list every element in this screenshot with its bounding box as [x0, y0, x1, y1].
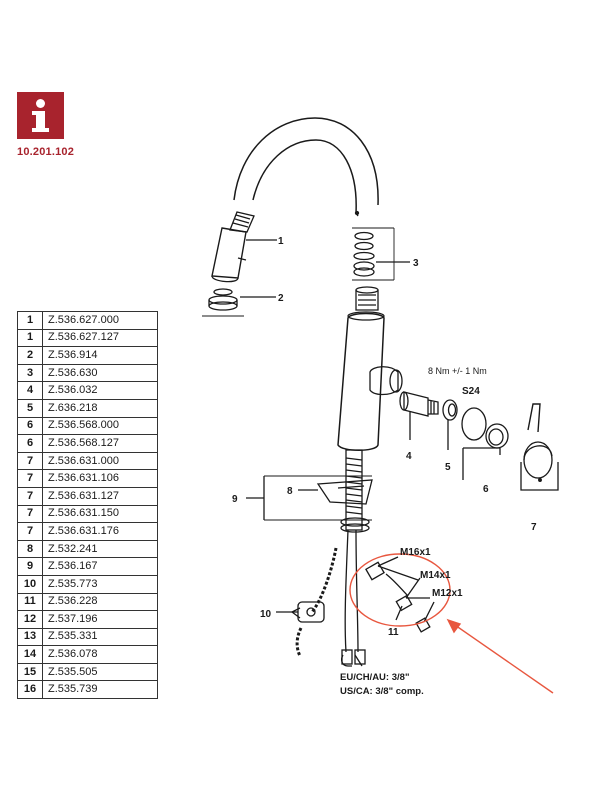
- callout-10: 10: [260, 609, 272, 620]
- callout-7: 7: [531, 522, 537, 533]
- callout-9: 9: [232, 494, 238, 505]
- part-number: Z.535.739: [42, 680, 158, 700]
- thread-m12-label: M12x1: [432, 588, 463, 599]
- connection-note-eu: EU/CH/AU: 3/8": [340, 672, 410, 683]
- callout-2: 2: [278, 293, 284, 304]
- spout: [233, 117, 379, 217]
- document-number: 10.201.102: [17, 146, 75, 158]
- callout-3: 3: [413, 258, 419, 269]
- hose-connector: [276, 601, 325, 623]
- callout-5: 5: [445, 462, 451, 473]
- thread-m16-label: M16x1: [400, 547, 431, 558]
- cartridge: [399, 391, 439, 440]
- callout-6: 6: [483, 484, 489, 495]
- spray-head: [211, 211, 277, 283]
- part-position: 16: [17, 680, 43, 700]
- callout-8: 8: [287, 486, 293, 497]
- thread-m14-label: M14x1: [420, 570, 451, 581]
- info-icon: [17, 92, 64, 139]
- wrench-size-label: S24: [462, 386, 480, 397]
- torque-label: 8 Nm +/- 1 Nm: [428, 366, 487, 376]
- faucet-body: [337, 286, 403, 451]
- mounting-bracket: [246, 475, 372, 521]
- callout-1: 1: [278, 236, 284, 247]
- handle-cover: [461, 407, 509, 480]
- seal-set: [352, 227, 410, 281]
- adapters: [365, 556, 435, 633]
- callout-4: 4: [406, 451, 412, 462]
- connection-note-us: US/CA: 3/8" comp.: [340, 686, 424, 697]
- lever-handle: [520, 403, 559, 491]
- highlight-marker: [349, 553, 554, 694]
- aerator: [202, 288, 276, 317]
- mounting-shank: [316, 449, 373, 533]
- nut: [442, 399, 458, 450]
- supply-hoses: [295, 529, 366, 667]
- callout-11: 11: [388, 627, 399, 638]
